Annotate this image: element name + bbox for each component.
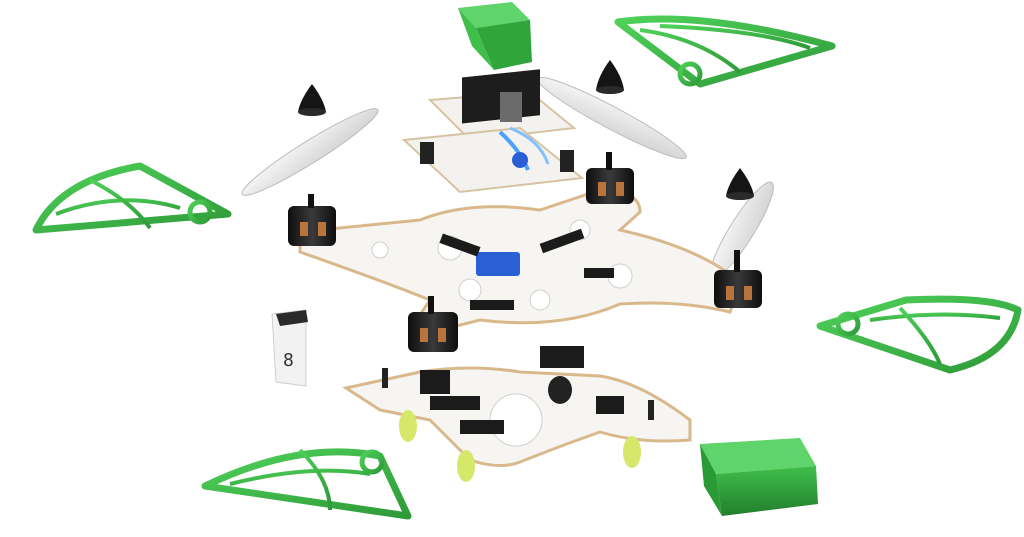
seven-segment-display: 8 bbox=[271, 309, 308, 387]
motor-bottom bbox=[408, 296, 458, 352]
spinner-cone-left bbox=[298, 84, 326, 116]
motor-left bbox=[288, 194, 336, 246]
svg-text:8: 8 bbox=[283, 350, 294, 371]
motor-top-right bbox=[586, 152, 634, 204]
propeller-guard-top-right bbox=[614, 15, 836, 88]
battery-connector bbox=[476, 252, 520, 276]
spinner-cone-right bbox=[726, 168, 754, 200]
landing-leg-center bbox=[457, 450, 475, 482]
propeller-left bbox=[241, 108, 379, 196]
motor-right bbox=[714, 250, 762, 308]
propeller-guard-left bbox=[32, 162, 232, 234]
main-frame bbox=[298, 188, 742, 337]
landing-leg-left bbox=[399, 410, 417, 442]
flight-controller bbox=[401, 69, 585, 194]
landing-leg-right bbox=[623, 436, 641, 468]
top-cover bbox=[458, 2, 532, 70]
battery bbox=[700, 438, 818, 516]
power-board bbox=[342, 346, 692, 467]
propeller-guard-right bbox=[816, 295, 1022, 374]
propeller-guard-bottom-left bbox=[201, 448, 412, 520]
spinner-cone-top-right bbox=[596, 60, 624, 94]
